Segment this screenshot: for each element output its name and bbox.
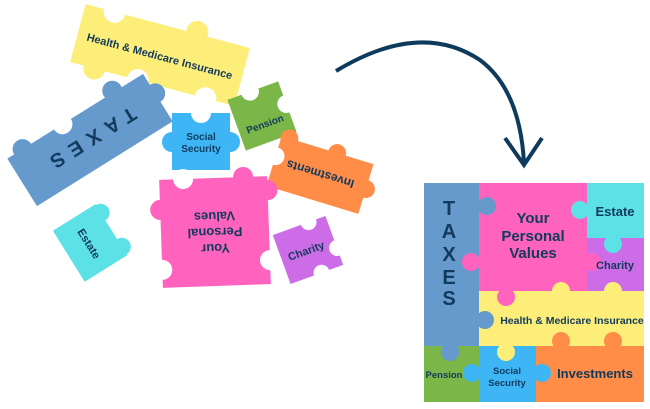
assembled-puzzle: T A X E S Your Personal Values Estate Ch… <box>424 183 644 402</box>
assembled-values <box>479 183 587 291</box>
assembled-social-line1: Social <box>493 366 521 377</box>
assembled-values-line3: Values <box>509 245 557 262</box>
assembled-estate-label: Estate <box>595 204 634 219</box>
scattered-piece-social-security: Social Security <box>162 103 240 170</box>
assembled-investments <box>536 346 644 402</box>
scattered-values-line2: Personal <box>187 224 242 241</box>
scattered-piece-charity: Charity <box>272 214 346 285</box>
assembled-taxes-a: A <box>442 221 456 243</box>
scattered-values-line1: Your <box>201 240 230 256</box>
scattered-piece-values: Your Personal Values <box>150 166 281 288</box>
curved-arrow-icon <box>334 40 544 169</box>
scattered-social-line1: Social <box>186 132 216 143</box>
assembled-estate <box>587 183 644 238</box>
assembled-taxes-x: X <box>442 244 456 266</box>
assembled-social-line2: Security <box>488 378 526 389</box>
scattered-piece-investments: Investments <box>266 129 375 214</box>
assembled-health-label: Health & Medicare Insurance <box>500 315 644 327</box>
assembled-values-line1: Your <box>516 210 549 227</box>
assembled-taxes-t: T <box>443 198 455 220</box>
scattered-social-line2: Security <box>181 144 221 155</box>
assembled-taxes-s: S <box>442 288 455 310</box>
scattered-piece-estate: Estate <box>52 203 131 282</box>
assembled-charity-label: Charity <box>596 260 635 272</box>
scattered-values-line3: Values <box>194 208 236 224</box>
assembled-taxes-e: E <box>442 267 455 289</box>
scattered-piece-pension: Pension <box>227 81 297 151</box>
assembled-investments-label: Investments <box>557 366 633 381</box>
assembled-values-line2: Personal <box>501 228 564 245</box>
assembled-pension-label: Pension <box>426 370 463 381</box>
